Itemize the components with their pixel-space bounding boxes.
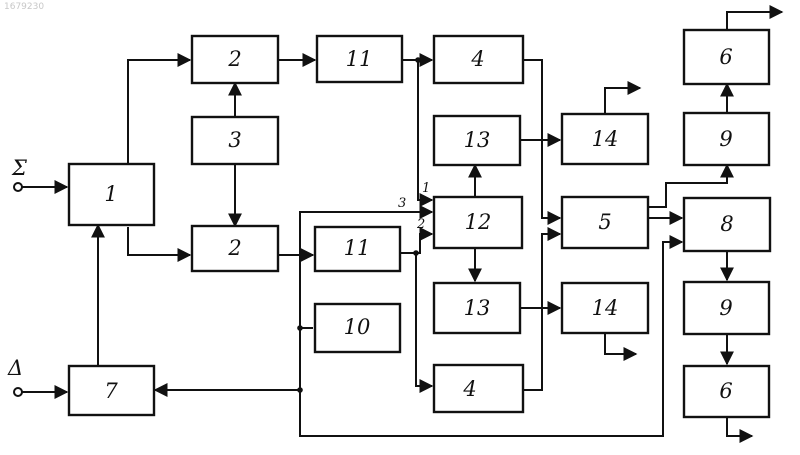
- block-6-bottom: 6: [684, 366, 769, 417]
- block-4-top: 4: [434, 36, 523, 83]
- block-2-bottom: 2: [192, 226, 278, 271]
- block-label: 3: [228, 128, 241, 152]
- block-9-top: 9: [684, 113, 769, 165]
- junction-dot: [297, 387, 303, 393]
- block-5: 5: [562, 197, 648, 248]
- wire-11-to-12-port1: [418, 60, 432, 200]
- wire-6-top-output: [727, 12, 782, 30]
- watermark-text: 1679230: [4, 2, 44, 12]
- input-terminal-delta: [14, 388, 22, 396]
- block-label: 14: [592, 296, 619, 320]
- wire-1-to-2-bottom: [128, 227, 190, 255]
- block-label: 5: [598, 210, 611, 234]
- block-12: 12: [434, 197, 522, 248]
- junction-dot: [415, 57, 421, 63]
- block-label: 14: [592, 127, 619, 151]
- input-terminal-sigma: [14, 183, 22, 191]
- wire-11-to-12-port2: [400, 234, 432, 253]
- block-14-top: 14: [562, 114, 648, 164]
- block-label: 9: [719, 296, 732, 320]
- wire-4-bottom-to-5: [523, 234, 560, 390]
- port-label-2: 2: [416, 217, 425, 232]
- block-label: 1: [104, 182, 117, 206]
- block-9-bottom: 9: [684, 282, 769, 334]
- block-6-top: 6: [684, 30, 769, 84]
- wire-6-bottom-output: [727, 417, 752, 436]
- block-label: 2: [227, 47, 241, 71]
- block-11-bottom: 11: [315, 227, 400, 271]
- port-label-1: 1: [422, 181, 430, 196]
- wire-1-to-2-top: [128, 60, 190, 164]
- wire-14-bottom-output: [605, 333, 636, 354]
- block-2-top: 2: [192, 36, 278, 83]
- block-4-bottom: 4: [434, 365, 523, 412]
- input-label-delta: Δ: [7, 356, 23, 380]
- block-label: 10: [344, 315, 371, 339]
- block-label: 13: [464, 128, 491, 152]
- block-label: 11: [344, 236, 371, 260]
- block-7: 7: [69, 366, 154, 415]
- block-label: 8: [720, 212, 733, 236]
- block-label: 12: [465, 210, 492, 234]
- block-8: 8: [684, 198, 770, 251]
- junction-dot: [297, 325, 303, 331]
- input-label-sigma: Σ: [11, 156, 27, 180]
- block-label: 6: [719, 45, 732, 69]
- block-13-top: 13: [434, 116, 520, 165]
- block-label: 2: [227, 236, 241, 260]
- wire-14-top-output: [605, 88, 640, 114]
- block-label: 9: [719, 127, 732, 151]
- block-label: 11: [346, 47, 373, 71]
- block-10: 10: [315, 304, 400, 352]
- block-label: 4: [462, 377, 476, 401]
- port-label-3: 3: [398, 196, 406, 211]
- block-label: 6: [719, 379, 732, 403]
- block-1: 1: [69, 164, 154, 225]
- block-3: 3: [192, 117, 278, 164]
- block-11-top: 11: [317, 36, 402, 82]
- junction-dot: [413, 250, 419, 256]
- block-14-bottom: 14: [562, 283, 648, 333]
- wire-11-to-4-bottom: [416, 253, 432, 386]
- block-label: 7: [104, 379, 118, 403]
- block-13-bottom: 13: [434, 283, 520, 333]
- block-label: 13: [464, 296, 491, 320]
- block-label: 4: [470, 47, 484, 71]
